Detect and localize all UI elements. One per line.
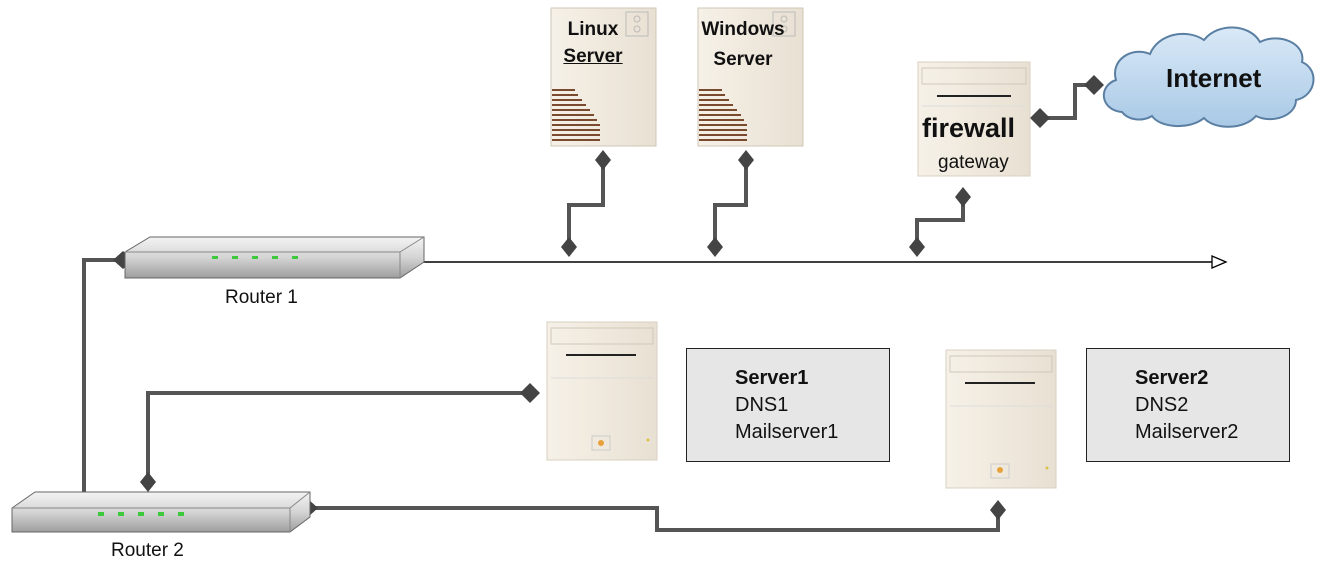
windows-server-label-line2: Server	[713, 49, 773, 70]
router-1-label: Router 1	[225, 287, 298, 308]
server2-info-box: Server2 DNS2 Mailserver2	[1086, 348, 1290, 462]
internet-cloud-icon	[1102, 26, 1315, 128]
connector-diamond-icon	[990, 500, 1006, 520]
connector-diamond-icon	[909, 237, 925, 257]
connector-diamond-icon	[707, 237, 723, 257]
server1-computer-icon	[546, 321, 658, 461]
server1-info-box: Server1 DNS1 Mailserver1	[686, 348, 890, 462]
connector-diamond-icon	[955, 187, 971, 207]
router-2-icon	[11, 491, 311, 533]
connector-diamond-icon	[520, 383, 540, 403]
server2-name: Server2	[1135, 367, 1209, 389]
backbone-bus	[376, 255, 1228, 269]
windows-server-tower-icon	[697, 7, 804, 147]
linux-server-tower-icon	[550, 7, 657, 147]
link-firewall-internet	[1040, 83, 1094, 120]
link-linux-backbone	[567, 160, 605, 246]
link-router2-server1	[146, 391, 530, 482]
arrow-right-icon	[1211, 255, 1228, 269]
link-firewall-backbone	[915, 197, 965, 246]
router-2-label: Router 2	[111, 540, 184, 561]
connector-diamond-icon	[1030, 108, 1050, 128]
windows-server-label-line1: Windows	[701, 19, 785, 40]
internet-label: Internet	[1166, 63, 1262, 93]
router-1-icon	[124, 236, 425, 279]
gateway-label: gateway	[938, 152, 1009, 173]
link-router2-server2	[308, 506, 1000, 532]
connector-diamond-icon	[140, 472, 156, 492]
connector-diamond-icon	[738, 150, 754, 170]
server2-dns: DNS2	[1135, 394, 1189, 416]
firewall-computer-icon	[917, 61, 1031, 177]
linux-server-label-line1: Linux	[567, 19, 619, 40]
firewall-label: firewall	[922, 113, 1016, 143]
connector-diamond-icon	[595, 150, 611, 170]
connector-diamond-icon	[561, 237, 577, 257]
server2-mail: Mailserver2	[1135, 421, 1239, 443]
link-router1-router2	[82, 258, 123, 500]
server2-computer-icon	[945, 349, 1057, 489]
linux-server-label-line2: Server	[563, 46, 623, 67]
server1-mail: Mailserver1	[735, 421, 839, 443]
server1-name: Server1	[735, 367, 809, 389]
link-windows-backbone	[713, 160, 748, 246]
connector-diamond-icon	[1084, 75, 1104, 95]
server1-dns: DNS1	[735, 394, 789, 416]
